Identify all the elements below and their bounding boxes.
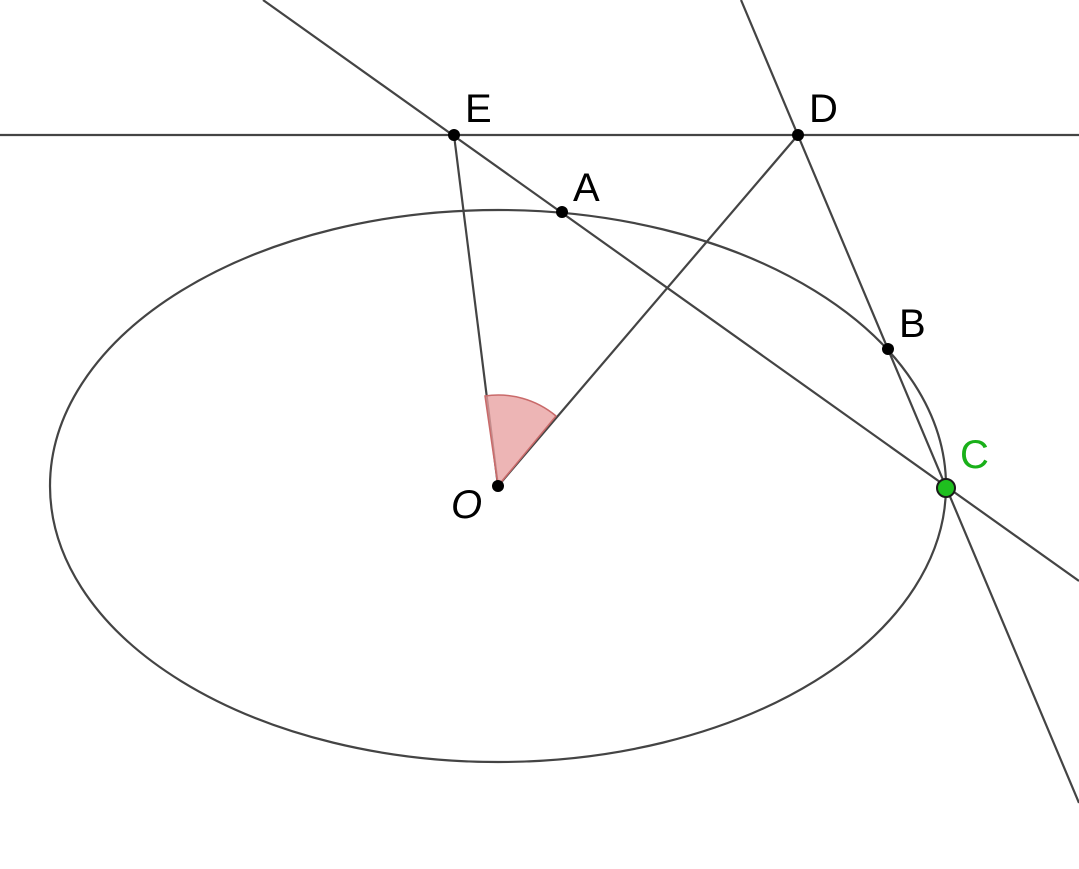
point-b[interactable] bbox=[882, 343, 894, 355]
label-e: E bbox=[465, 87, 492, 131]
segment-od bbox=[497, 134, 799, 487]
line-dbc bbox=[739, 0, 1079, 804]
angle-eod-marker bbox=[484, 394, 558, 488]
point-e[interactable] bbox=[448, 129, 460, 141]
point-a[interactable] bbox=[556, 206, 568, 218]
label-d: D bbox=[809, 87, 838, 131]
label-c: C bbox=[960, 433, 989, 477]
line-eac bbox=[262, 0, 1079, 582]
label-a: A bbox=[573, 166, 600, 210]
label-b: B bbox=[899, 302, 926, 346]
point-o[interactable] bbox=[492, 480, 504, 492]
point-d[interactable] bbox=[792, 129, 804, 141]
label-o: O bbox=[451, 483, 482, 527]
point-c[interactable] bbox=[936, 478, 956, 498]
